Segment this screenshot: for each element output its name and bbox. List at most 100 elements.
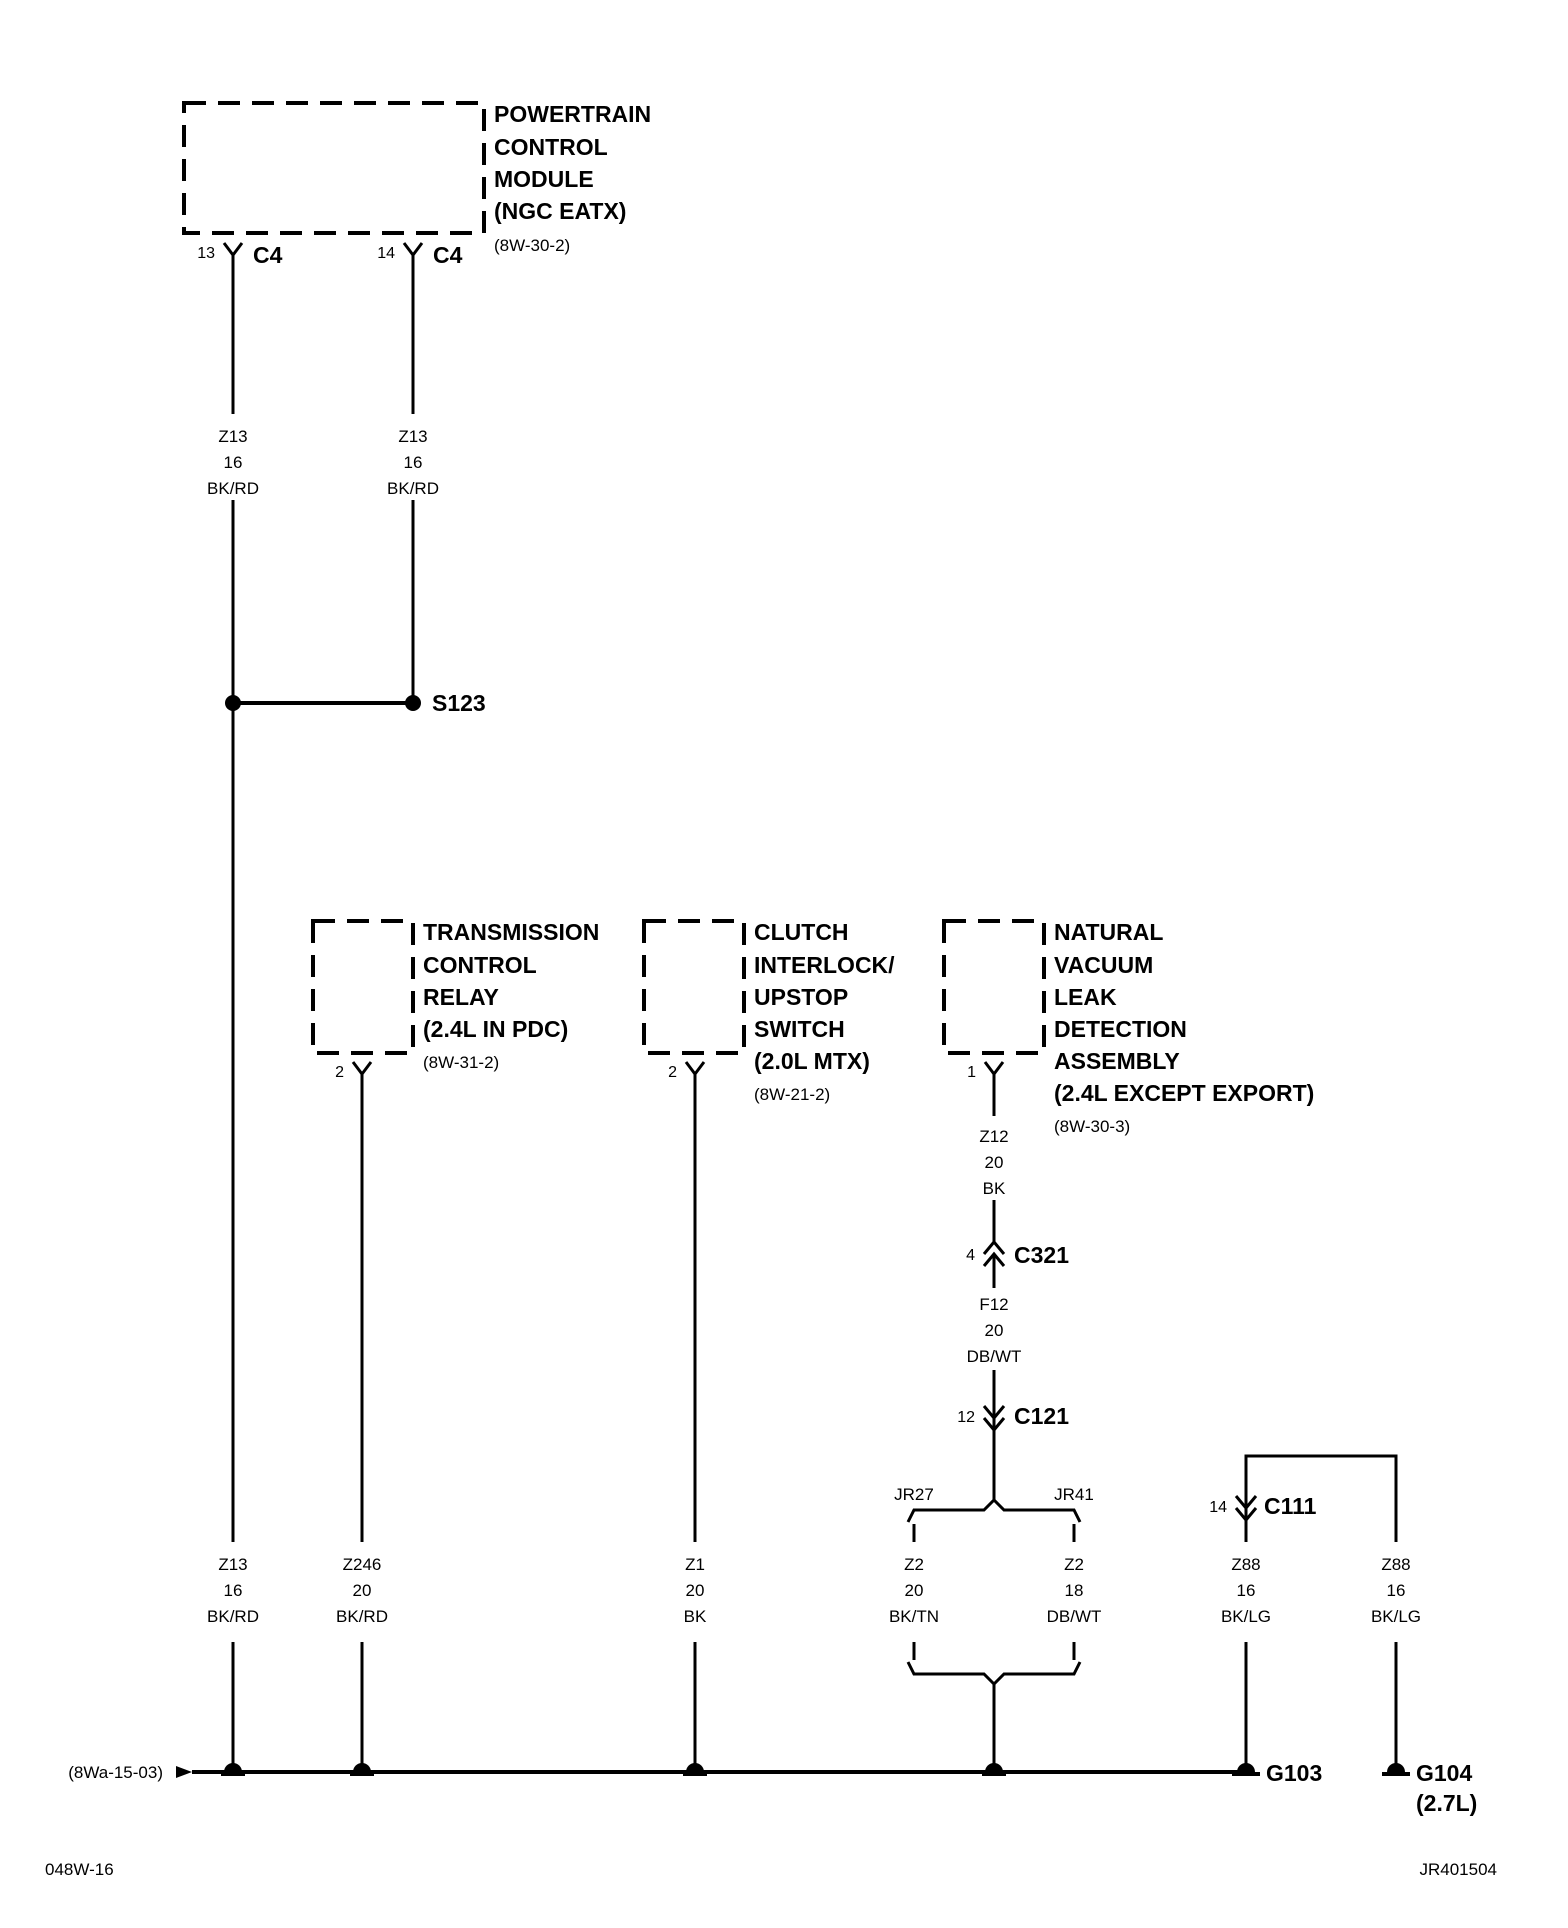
nvld-name-line-2: VACUUM bbox=[1054, 952, 1153, 978]
nvld-name-line-6: (2.4L EXCEPT EXPORT) bbox=[1054, 1080, 1314, 1106]
wire-color: BK/LG bbox=[1221, 1607, 1271, 1626]
wire-circuit: F12 bbox=[979, 1295, 1008, 1314]
wire-color: BK bbox=[983, 1179, 1006, 1198]
c111-pin: 14 bbox=[1209, 1499, 1227, 1516]
nvld-component: NATURAL VACUUM LEAK DETECTION ASSEMBLY (… bbox=[942, 919, 1314, 1136]
wire-color: BK/RD bbox=[387, 479, 439, 498]
wire-circuit: Z2 bbox=[1064, 1555, 1084, 1574]
wire-label-z2-left: Z2 20 BK/TN bbox=[889, 1555, 939, 1626]
ground-g104-note: (2.7L) bbox=[1416, 1790, 1477, 1816]
ground-g103-label: G103 bbox=[1266, 1760, 1322, 1786]
wire-color: BK/RD bbox=[207, 479, 259, 498]
wire-gauge: 20 bbox=[985, 1153, 1004, 1172]
tcr-ref: (8W-31-2) bbox=[423, 1053, 499, 1072]
wire-circuit: Z88 bbox=[1381, 1555, 1410, 1574]
tcr-component: TRANSMISSION CONTROL RELAY (2.4L IN PDC)… bbox=[311, 919, 599, 1081]
ground-g104: G104 (2.7L) bbox=[1382, 1760, 1477, 1816]
c321-arrow-icon bbox=[982, 1239, 1006, 1255]
wire-gauge: 20 bbox=[905, 1581, 924, 1600]
clutch-name-line-3: UPSTOP bbox=[754, 984, 848, 1010]
c321-label: C321 bbox=[1014, 1242, 1069, 1268]
connector-c111: 14 C111 bbox=[1209, 1493, 1317, 1523]
wire-label-z13-bottom: Z13 16 BK/RD bbox=[207, 1555, 259, 1626]
ground-g104-icon bbox=[1387, 1763, 1405, 1772]
wire-circuit: Z1 bbox=[685, 1555, 705, 1574]
ground-node-z246 bbox=[350, 1763, 374, 1776]
clutch-switch-component: CLUTCH INTERLOCK/ UPSTOP SWITCH (2.0L MT… bbox=[642, 919, 895, 1104]
ground-node-z13 bbox=[221, 1763, 245, 1776]
tcr-name-line-4: (2.4L IN PDC) bbox=[423, 1016, 568, 1042]
nvld-name-line-4: DETECTION bbox=[1054, 1016, 1187, 1042]
splice-label: S123 bbox=[432, 690, 486, 716]
pcm-name-line-1: POWERTRAIN bbox=[494, 101, 651, 127]
nvld-box bbox=[942, 919, 1046, 1055]
pcm-ref: (8W-30-2) bbox=[494, 236, 570, 255]
wire-gauge: 20 bbox=[985, 1321, 1004, 1340]
jr41-label: JR41 bbox=[1054, 1485, 1094, 1504]
clutch-ref: (8W-21-2) bbox=[754, 1085, 830, 1104]
wire-label-z12: Z12 20 BK bbox=[979, 1127, 1008, 1198]
nvld-name-line-5: ASSEMBLY bbox=[1054, 1048, 1180, 1074]
connector-c121: 12 C121 bbox=[957, 1403, 1069, 1433]
ground-node-icon bbox=[353, 1763, 371, 1772]
wire-label-z88-right: Z88 16 BK/LG bbox=[1371, 1555, 1421, 1626]
footer-figure-code: JR401504 bbox=[1419, 1860, 1497, 1879]
clutch-name-line-2: INTERLOCK/ bbox=[754, 952, 895, 978]
clutch-name-line-4: SWITCH bbox=[754, 1016, 845, 1042]
wire-gauge: 16 bbox=[224, 1581, 243, 1600]
wire-color: BK/RD bbox=[336, 1607, 388, 1626]
tcr-name-line-1: TRANSMISSION bbox=[423, 919, 599, 945]
ground-node-icon bbox=[686, 1763, 704, 1772]
tcr-box bbox=[311, 919, 415, 1055]
wire-gauge: 18 bbox=[1065, 1581, 1084, 1600]
wire-label-z13-left: Z13 16 BK/RD bbox=[207, 427, 259, 498]
branch-brace-top: JR27 JR41 bbox=[894, 1485, 1094, 1523]
nvld-name-line-1: NATURAL bbox=[1054, 919, 1163, 945]
wire-gauge: 16 bbox=[224, 453, 243, 472]
pcm-name-line-4: (NGC EATX) bbox=[494, 198, 626, 224]
brace-bottom-shape bbox=[906, 1661, 1082, 1687]
wire-circuit: Z246 bbox=[343, 1555, 382, 1574]
c121-pin: 12 bbox=[957, 1409, 975, 1426]
clutch-name-line-1: CLUTCH bbox=[754, 919, 849, 945]
pcm-pin-14-connector: C4 bbox=[433, 242, 463, 268]
jr27-label: JR27 bbox=[894, 1485, 934, 1504]
pcm-component: POWERTRAIN CONTROL MODULE (NGC EATX) (8W… bbox=[182, 101, 651, 268]
nvld-pin-connector-icon bbox=[983, 1061, 1005, 1077]
ground-node-icon bbox=[224, 1763, 242, 1772]
offpage-ref: (8Wa-15-03) bbox=[68, 1763, 163, 1782]
clutch-pin-number: 2 bbox=[668, 1064, 677, 1081]
ground-g103: G103 bbox=[1232, 1760, 1322, 1786]
pcm-pin-13-connector-icon bbox=[222, 242, 244, 258]
ground-g103-icon bbox=[1237, 1763, 1255, 1772]
wire-color: DB/WT bbox=[1047, 1607, 1102, 1626]
pcm-pin-13-connector: C4 bbox=[253, 242, 283, 268]
nvld-ref: (8W-30-3) bbox=[1054, 1117, 1130, 1136]
wire-gauge: 16 bbox=[1237, 1581, 1256, 1600]
tcr-pin-connector-icon bbox=[351, 1061, 373, 1077]
wire-color: BK/TN bbox=[889, 1607, 939, 1626]
pcm-name-line-3: MODULE bbox=[494, 166, 594, 192]
splice-s123: S123 bbox=[225, 690, 486, 716]
wire-gauge: 16 bbox=[404, 453, 423, 472]
c111-label: C111 bbox=[1264, 1493, 1317, 1519]
pcm-pin-14-connector-icon bbox=[402, 242, 424, 258]
wire-gauge: 20 bbox=[686, 1581, 705, 1600]
brace-top-shape bbox=[906, 1497, 1082, 1523]
wire-color: DB/WT bbox=[967, 1347, 1022, 1366]
wire-gauge: 20 bbox=[353, 1581, 372, 1600]
connector-c321: 4 C321 bbox=[966, 1239, 1069, 1268]
pcm-box bbox=[182, 101, 486, 235]
clutch-name-line-5: (2.0L MTX) bbox=[754, 1048, 870, 1074]
tcr-name-line-3: RELAY bbox=[423, 984, 499, 1010]
ground-node-icon bbox=[985, 1763, 1003, 1772]
splice-dot-right bbox=[405, 695, 421, 711]
wire-label-z2-right: Z2 18 DB/WT bbox=[1047, 1555, 1102, 1626]
tcr-name-line-2: CONTROL bbox=[423, 952, 537, 978]
wire-circuit: Z88 bbox=[1231, 1555, 1260, 1574]
wire-label-z1: Z1 20 BK bbox=[684, 1555, 707, 1626]
wire-label-z13-right: Z13 16 BK/RD bbox=[387, 427, 439, 498]
wire-circuit: Z2 bbox=[904, 1555, 924, 1574]
c121-label: C121 bbox=[1014, 1403, 1069, 1429]
wire-color: BK/LG bbox=[1371, 1607, 1421, 1626]
